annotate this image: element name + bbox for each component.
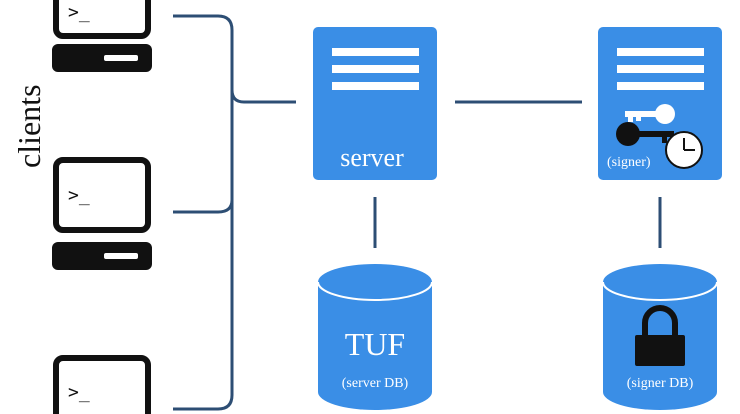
terminal-prompt: >_ — [68, 382, 90, 403]
client-terminal-2: >_ — [52, 157, 152, 270]
client-terminal-3: >_ — [53, 355, 151, 414]
server-db-title: TUF — [345, 326, 405, 362]
signer-db-caption: (signer DB) — [627, 376, 694, 391]
padlock-icon — [635, 305, 685, 366]
signer-node: (signer) — [598, 27, 722, 180]
terminal-icon: >_ — [52, 157, 152, 270]
client-terminal-1: >_ — [52, 0, 152, 72]
terminal-prompt: >_ — [68, 185, 90, 206]
server-db: TUF (server DB) — [317, 264, 433, 410]
terminal-prompt: >_ — [68, 2, 90, 23]
key-icon — [625, 104, 675, 124]
database-icon — [317, 264, 433, 410]
server-label: server — [340, 143, 404, 172]
signer-db: (signer DB) — [602, 264, 718, 410]
clients-label: clients — [11, 84, 47, 168]
signer-label: (signer) — [607, 155, 651, 170]
clock-icon — [665, 131, 703, 169]
server-db-caption: (server DB) — [342, 376, 409, 391]
clients-brace-connector — [173, 14, 296, 411]
terminal-icon: >_ — [53, 355, 151, 414]
terminal-icon: >_ — [52, 0, 152, 72]
server-node: server — [313, 27, 437, 180]
